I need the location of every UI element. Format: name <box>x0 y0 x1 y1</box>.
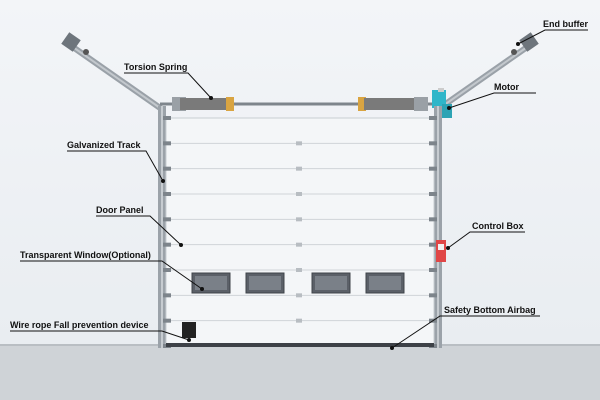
safety-bottom-airbag <box>166 343 434 347</box>
callout-wire-rope <box>10 330 190 341</box>
label-galvanized-track: Galvanized Track <box>67 140 141 150</box>
track-roller <box>429 116 437 120</box>
label-safety-bottom-airbag: Safety Bottom Airbag <box>444 305 536 315</box>
track-roller <box>163 242 171 247</box>
track-roller <box>163 217 171 222</box>
label-torsion-spring: Torsion Spring <box>124 62 188 72</box>
transparent-windows <box>191 272 405 294</box>
torsion-spring-left <box>172 97 234 111</box>
label-transparent-window: Transparent Window(Optional) <box>20 250 151 260</box>
track-roller <box>163 318 171 323</box>
track-roller <box>429 217 437 222</box>
callout-lines <box>10 29 588 349</box>
track-roller <box>163 116 171 120</box>
hinge <box>296 141 302 146</box>
hinge <box>296 192 302 196</box>
torsion-spring-right <box>358 97 428 111</box>
hinge <box>296 166 302 171</box>
hinge <box>296 217 302 222</box>
callout-galvanized-track <box>67 150 164 182</box>
label-end-buffer: End buffer <box>543 19 588 29</box>
callout-control-box <box>447 231 525 249</box>
label-control-box: Control Box <box>472 221 524 231</box>
hinge <box>296 242 302 247</box>
end-buffer-right <box>511 32 539 55</box>
label-motor: Motor <box>494 82 519 92</box>
label-wire-rope: Wire rope Fall prevention device <box>10 320 149 330</box>
callout-motor <box>448 92 536 109</box>
track-roller <box>429 192 437 196</box>
control-box <box>436 240 446 262</box>
floor <box>0 345 600 400</box>
label-door-panel: Door Panel <box>96 205 144 215</box>
track-roller <box>429 166 437 171</box>
hinge <box>296 268 302 272</box>
track-roller <box>163 141 171 146</box>
callout-dots <box>161 42 520 350</box>
wire-rope-device <box>182 322 196 338</box>
track-roller <box>429 242 437 247</box>
callout-transparent-window <box>20 260 203 290</box>
track-roller <box>163 192 171 196</box>
track-roller <box>429 141 437 146</box>
track-roller <box>163 268 171 272</box>
hinges <box>296 141 302 323</box>
track-roller <box>163 293 171 298</box>
hinge <box>296 318 302 323</box>
angled-tracks <box>67 42 533 113</box>
callout-door-panel <box>96 215 182 246</box>
track-roller <box>429 293 437 298</box>
motor-unit <box>432 88 452 118</box>
door-panel <box>165 117 435 347</box>
track-roller <box>163 166 171 171</box>
callout-torsion-spring <box>124 72 212 99</box>
track-roller <box>429 268 437 272</box>
galvanized-track-right <box>434 106 442 348</box>
callout-end-buffer <box>517 29 588 45</box>
callout-safety-airbag <box>391 315 540 349</box>
end-buffer-left <box>61 32 89 55</box>
hinge <box>296 293 302 298</box>
